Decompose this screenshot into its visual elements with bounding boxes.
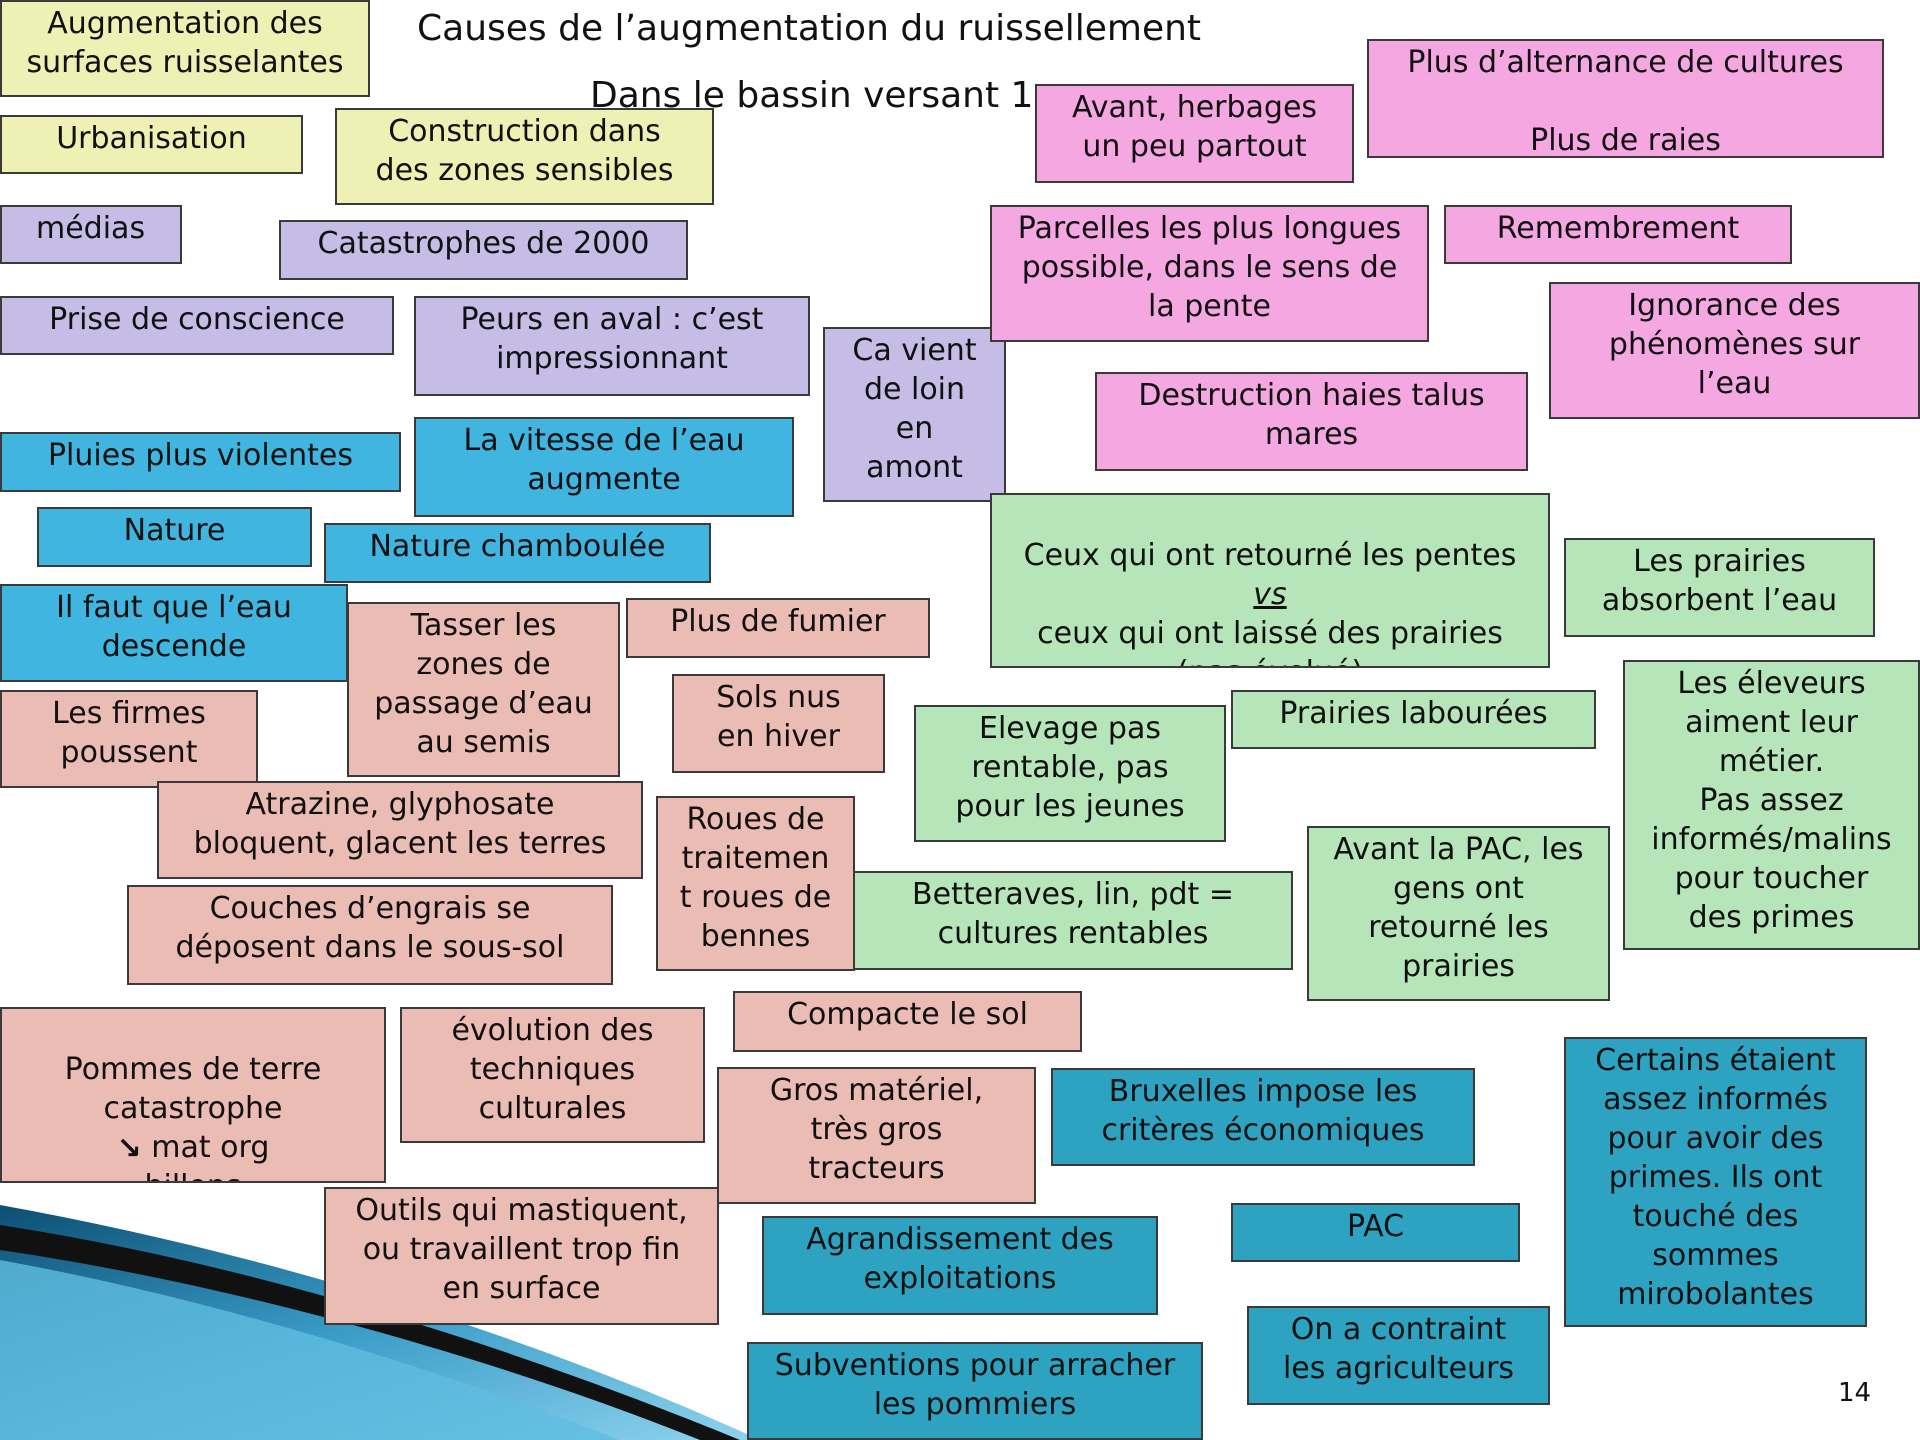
card-prairies-labourees: Prairies labourées <box>1231 690 1596 749</box>
card-eleveurs: Les éleveurs aiment leur métier. Pas ass… <box>1623 660 1920 950</box>
card-avant-pac: Avant la PAC, les gens ont retourné les … <box>1307 826 1610 1001</box>
card-sols-nus: Sols nus en hiver <box>672 674 885 773</box>
card-pluies-violentes: Pluies plus violentes <box>0 432 401 492</box>
card-avant-herbages: Avant, herbages un peu partout <box>1035 84 1354 183</box>
card-compacte-sol: Compacte le sol <box>733 991 1082 1052</box>
card-subventions-pommiers: Subventions pour arracher les pommiers <box>747 1342 1203 1440</box>
card-elevage-pas-rentable: Elevage pas rentable, pas pour les jeune… <box>914 705 1226 842</box>
card-prairies-absorbent: Les prairies absorbent l’eau <box>1564 538 1875 637</box>
page-number: 14 <box>1838 1378 1872 1408</box>
card-construction-zones: Construction dans des zones sensibles <box>335 108 714 205</box>
card-bruxelles: Bruxelles impose les critères économique… <box>1051 1068 1475 1166</box>
card-augmentation-surfaces: Augmentation des surfaces ruisselantes <box>0 0 370 97</box>
card-nature-chamboulee: Nature chamboulée <box>324 523 711 583</box>
card-ca-vient-loin: Ca vient de loin en amont <box>823 327 1006 502</box>
card-peurs-aval: Peurs en aval : c’est impressionnant <box>414 296 810 396</box>
card-gros-materiel: Gros matériel, très gros tracteurs <box>717 1067 1036 1204</box>
card-betteraves: Betteraves, lin, pdt = cultures rentable… <box>853 871 1293 970</box>
card-medias: médias <box>0 205 182 264</box>
card-agrandissement: Agrandissement des exploitations <box>762 1216 1158 1315</box>
retourne-text-2: ceux qui ont laissé des prairies (pas év… <box>1037 616 1503 666</box>
card-plus-fumier: Plus de fumier <box>626 598 930 658</box>
card-remembrement: Remembrement <box>1444 205 1792 264</box>
pommes-terre-text-2: mat org billons <box>144 1130 270 1181</box>
card-catastrophes-2000: Catastrophes de 2000 <box>279 220 688 280</box>
card-pac: PAC <box>1231 1203 1520 1262</box>
card-prise-conscience: Prise de conscience <box>0 296 394 355</box>
card-retourne-pentes: Ceux qui ont retourné les pentes vs ceux q… <box>990 493 1550 668</box>
card-pommes-terre: Pommes de terre catastrophe→ mat org bil… <box>0 1007 386 1183</box>
card-certains-informes: Certains étaient assez informés pour avo… <box>1564 1037 1867 1327</box>
card-atrazine: Atrazine, glyphosate bloquent, glacent l… <box>157 781 643 879</box>
versus-label: vs <box>1253 577 1287 612</box>
card-ignorance: Ignorance des phénomènes sur l’eau <box>1549 282 1920 419</box>
card-contraint-agriculteurs: On a contraint les agriculteurs <box>1247 1306 1550 1405</box>
retourne-text-1: Ceux qui ont retourné les pentes <box>1023 538 1517 573</box>
card-couches-engrais: Couches d’engrais se déposent dans le so… <box>127 885 613 985</box>
card-parcelles-longues: Parcelles les plus longues possible, dan… <box>990 205 1429 342</box>
card-firmes-poussent: Les firmes poussent <box>0 690 258 788</box>
card-urbanisation: Urbanisation <box>0 115 303 174</box>
card-outils-mastiquent: Outils qui mastiquent, ou travaillent tr… <box>324 1187 719 1325</box>
card-nature: Nature <box>37 507 312 567</box>
pommes-terre-text: Pommes de terre catastrophe <box>64 1052 322 1126</box>
card-roues-traitement: Roues de traitemen t roues de bennes <box>656 796 855 971</box>
card-eau-descende: Il faut que l’eau descende <box>0 584 348 682</box>
card-destruction-haies: Destruction haies talus mares <box>1095 372 1528 471</box>
card-vitesse-eau: La vitesse de l’eau augmente <box>414 417 794 517</box>
card-alternance-cultures: Plus d’alternance de cultures Plus de ra… <box>1367 39 1884 158</box>
page-title: Causes de l’augmentation du ruissellemen… <box>417 8 1202 49</box>
card-tasser-zones: Tasser les zones de passage d’eau au sem… <box>347 602 620 777</box>
card-evolution-techniques: évolution des techniques culturales <box>400 1007 705 1143</box>
